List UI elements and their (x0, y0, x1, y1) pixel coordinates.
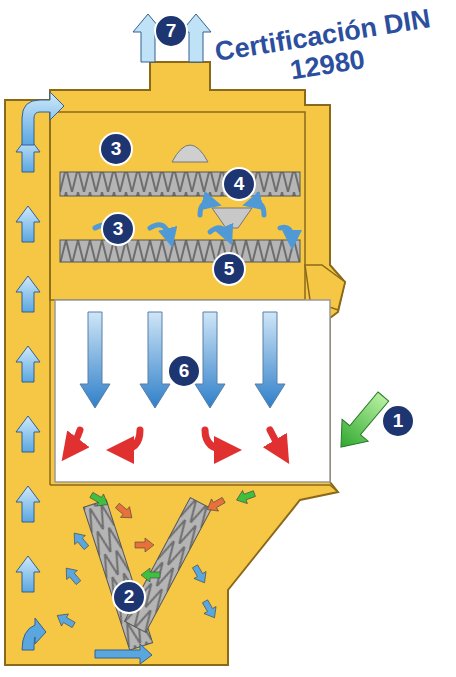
callout-number: 1 (381, 404, 415, 438)
exhaust-arrow (133, 14, 211, 62)
hepa-filter (60, 240, 300, 262)
callout-number: 7 (154, 14, 188, 48)
laminar-downflow (80, 312, 285, 408)
prefilter (125, 498, 212, 633)
duct-wall (49, 100, 51, 485)
work-zone (55, 300, 330, 482)
callout-number: 3 (99, 132, 133, 166)
callout-number: 5 (212, 252, 246, 286)
duct-airflow (16, 92, 152, 664)
hepa-filter (60, 172, 300, 196)
plenum-airflow (54, 487, 257, 631)
contaminated-airflow (70, 430, 282, 452)
callout-number: 3 (101, 212, 135, 246)
callout-number: 6 (167, 354, 201, 388)
callout-number: 4 (222, 167, 256, 201)
certification-stamp: Certificación DIN 12980 (202, 2, 448, 99)
fan-dome (172, 145, 208, 162)
work-surface (50, 485, 338, 492)
cabinet-body (5, 62, 345, 665)
callout-number: 2 (112, 580, 146, 614)
filter-housing (50, 112, 305, 300)
fan-funnel (212, 208, 252, 228)
